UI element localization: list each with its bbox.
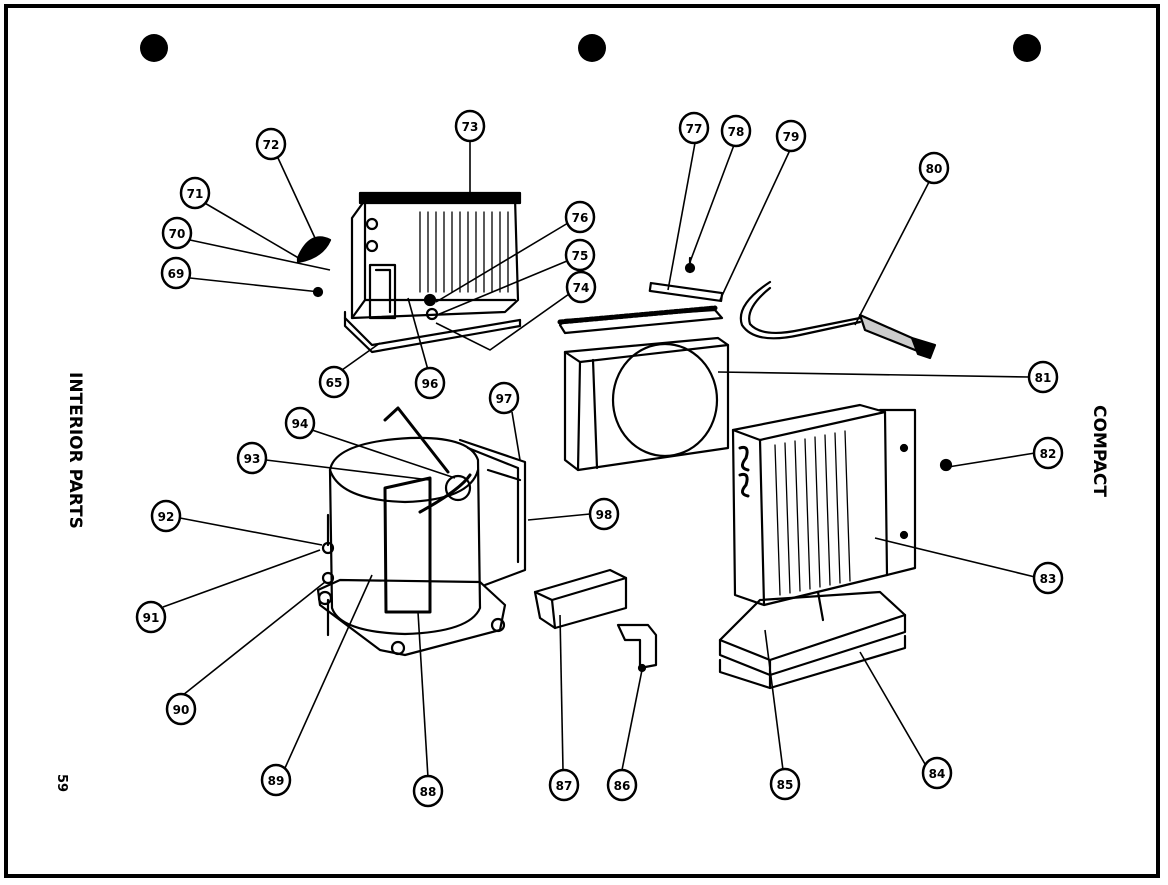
fan-shroud <box>563 336 730 472</box>
svg-text:85: 85 <box>777 778 794 792</box>
callout-92: 92 <box>150 499 182 533</box>
svg-text:86: 86 <box>614 779 631 793</box>
callout-93: 93 <box>236 441 268 475</box>
svg-text:82: 82 <box>1040 447 1057 461</box>
callout-88: 88 <box>412 774 444 808</box>
power-cord <box>739 280 937 360</box>
callout-80: 80 <box>918 151 950 185</box>
svg-text:73: 73 <box>462 120 479 134</box>
callout-83: 83 <box>1032 561 1064 595</box>
callout-90: 90 <box>165 692 197 726</box>
svg-text:77: 77 <box>686 122 703 136</box>
compressor <box>316 406 527 657</box>
callout-94: 94 <box>284 406 316 440</box>
binder-hole-right <box>1013 34 1041 62</box>
callout-97: 97 <box>488 381 520 415</box>
svg-text:78: 78 <box>728 125 745 139</box>
svg-text:72: 72 <box>263 138 280 152</box>
callout-78: 78 <box>720 114 752 148</box>
svg-text:65: 65 <box>326 376 343 390</box>
svg-text:98: 98 <box>596 508 613 522</box>
svg-text:70: 70 <box>169 227 186 241</box>
callout-89: 89 <box>260 763 292 797</box>
right-title: COMPACT <box>1089 405 1109 497</box>
callout-69: 69 <box>160 256 192 290</box>
binder-hole-center <box>578 34 606 62</box>
callout-79: 79 <box>775 119 807 153</box>
callout-70: 70 <box>161 216 193 250</box>
svg-text:94: 94 <box>292 417 309 431</box>
callout-76: 76 <box>564 200 596 234</box>
svg-text:80: 80 <box>926 162 943 176</box>
callout-84: 84 <box>921 756 953 790</box>
mounting-clip <box>616 623 658 673</box>
callout-72: 72 <box>255 127 287 161</box>
callout-77: 77 <box>678 111 710 145</box>
svg-text:83: 83 <box>1040 572 1057 586</box>
callout-73: 73 <box>454 109 486 143</box>
callout-86: 86 <box>606 768 638 802</box>
callout-75: 75 <box>564 238 596 272</box>
callout-74: 74 <box>565 270 597 304</box>
terminal-cover <box>533 568 628 630</box>
left-title: INTERIOR PARTS <box>65 372 85 529</box>
svg-text:88: 88 <box>420 785 437 799</box>
condenser-coil <box>731 403 953 607</box>
svg-text:91: 91 <box>143 611 160 625</box>
callout-96-upper: 96 <box>414 366 446 400</box>
svg-text:87: 87 <box>556 779 573 793</box>
svg-text:69: 69 <box>168 267 185 281</box>
svg-text:74: 74 <box>573 281 590 295</box>
svg-text:75: 75 <box>572 249 589 263</box>
svg-text:92: 92 <box>158 510 175 524</box>
callout-71: 71 <box>179 176 211 210</box>
svg-text:89: 89 <box>268 774 285 788</box>
callout-82: 82 <box>1032 436 1064 470</box>
page-border <box>4 4 1160 878</box>
svg-text:93: 93 <box>244 452 261 466</box>
binder-hole-left <box>140 34 168 62</box>
svg-text:71: 71 <box>187 187 204 201</box>
svg-text:96: 96 <box>422 377 439 391</box>
svg-text:81: 81 <box>1035 371 1052 385</box>
svg-text:84: 84 <box>929 767 946 781</box>
drip-tray <box>557 256 724 335</box>
base-pan <box>718 590 907 690</box>
svg-text:97: 97 <box>496 392 513 406</box>
svg-text:76: 76 <box>572 211 589 225</box>
callout-81: 81 <box>1027 360 1059 394</box>
callout-91: 91 <box>135 600 167 634</box>
leader-lines <box>162 140 1036 779</box>
svg-text:79: 79 <box>783 130 800 144</box>
callout-65: 65 <box>318 365 350 399</box>
callout-87: 87 <box>548 768 580 802</box>
callout-85: 85 <box>769 767 801 801</box>
callout-98: 98 <box>588 497 620 531</box>
svg-text:90: 90 <box>173 703 190 717</box>
page-number: 59 <box>54 774 69 792</box>
